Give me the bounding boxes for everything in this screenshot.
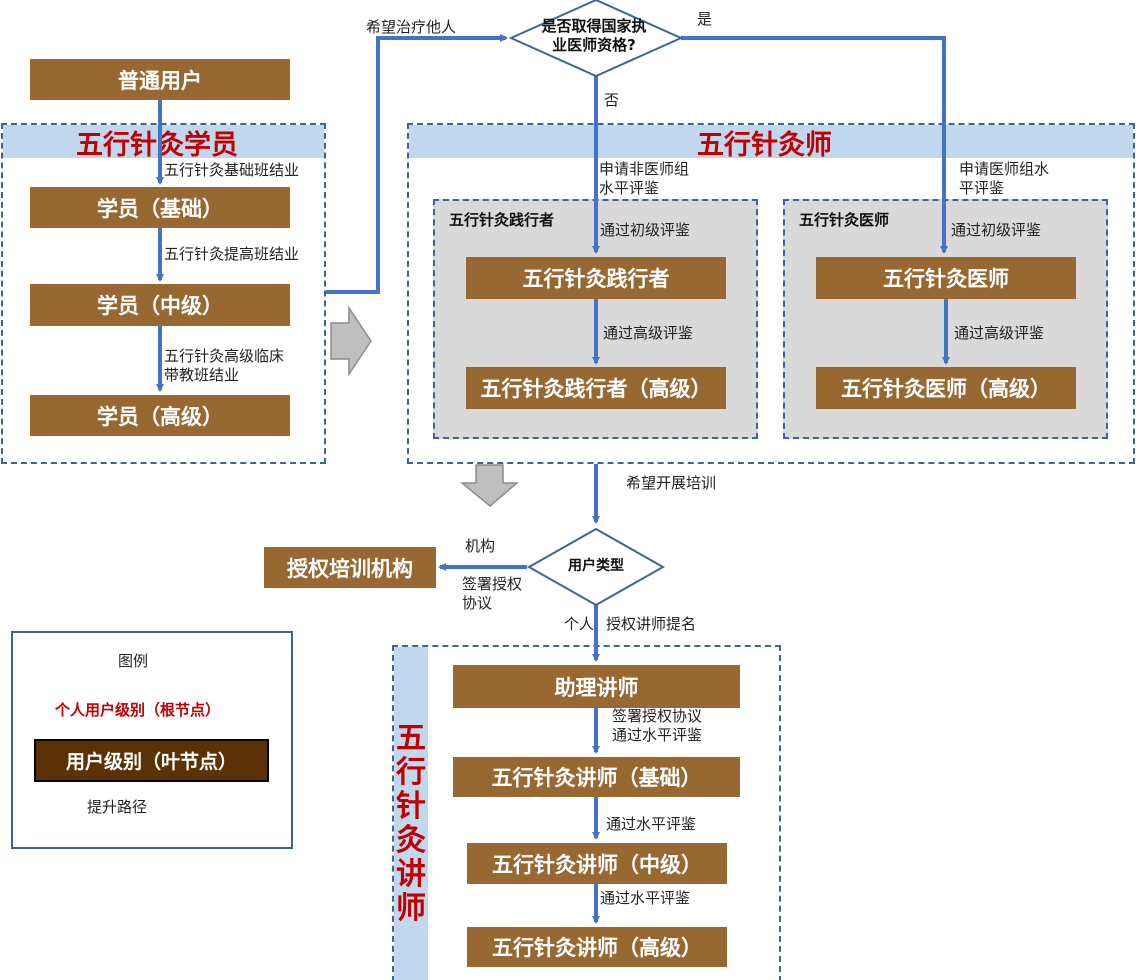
- student-group-band: [3, 125, 324, 158]
- lecturer-group-band: [394, 647, 428, 980]
- student-group-frame: [1, 123, 326, 464]
- label-pass-high-2: 通过高级评鉴: [954, 324, 1045, 342]
- node-physician-high[interactable]: 五行针灸医师（高级）: [816, 367, 1076, 409]
- label-no: 否: [604, 91, 620, 109]
- therapist-group-frame: [407, 123, 1135, 464]
- label-hope-train: 希望开展培训: [626, 474, 717, 492]
- legend-path-label: 提升路径: [87, 798, 148, 816]
- label-pass-primary-2: 通过初级评鉴: [951, 221, 1042, 239]
- decision-license-diamond: [508, 0, 684, 78]
- lecturer-group-frame: [392, 645, 781, 980]
- node-auth-org[interactable]: 授权培训机构: [264, 547, 436, 588]
- legend-title: 图例: [118, 652, 149, 670]
- label-sign-and-pass: 签署授权协议通过水平评鉴: [612, 707, 703, 744]
- node-student-basic[interactable]: 学员（基础）: [30, 187, 290, 228]
- node-lecturer-basic[interactable]: 五行针灸讲师（基础）: [453, 757, 740, 797]
- label-hope-treat: 希望治疗他人: [366, 18, 457, 36]
- practitioner-subgroup-title: 五行针灸践行者: [449, 211, 555, 229]
- decision-license-text: 是否取得国家执业医师资格?: [541, 17, 647, 54]
- node-practitioner[interactable]: 五行针灸践行者: [466, 257, 726, 299]
- label-pass-high-1: 通过高级评鉴: [603, 324, 694, 342]
- node-physician[interactable]: 五行针灸医师: [816, 257, 1076, 299]
- legend-root-sample: 个人用户级别（根节点）: [55, 701, 221, 719]
- node-lecturer-mid[interactable]: 五行针灸讲师（中级）: [467, 843, 727, 884]
- label-yes: 是: [697, 10, 713, 28]
- label-pass-level-1: 通过水平评鉴: [606, 815, 697, 833]
- node-student-mid[interactable]: 学员（中级）: [30, 284, 290, 326]
- block-arrow-right: [330, 305, 372, 377]
- lecturer-group-title: 五行针灸讲师: [396, 721, 426, 926]
- label-sign-auth: 签署授权协议: [462, 575, 523, 612]
- physician-subgroup-title: 五行针灸医师: [799, 211, 890, 229]
- label-pass-primary-1: 通过初级评鉴: [600, 221, 691, 239]
- label-org: 机构: [465, 537, 496, 555]
- label-clinical-grad: 五行针灸高级临床带教班结业: [164, 347, 285, 384]
- therapist-group-band: [409, 125, 1133, 158]
- legend-leaf-sample: 用户级别（叶节点）: [34, 739, 269, 782]
- decision-user-type-diamond: [526, 527, 666, 607]
- node-practitioner-high[interactable]: 五行针灸践行者（高级）: [466, 367, 726, 409]
- block-arrow-down: [459, 464, 520, 507]
- node-normal-user[interactable]: 普通用户: [30, 59, 290, 100]
- label-basic-grad: 五行针灸基础班结业: [164, 161, 300, 179]
- node-student-high[interactable]: 学员（高级）: [30, 395, 290, 436]
- label-apply-nonphys: 申请非医师组水平评鉴: [599, 160, 690, 197]
- node-asst-lecturer[interactable]: 助理讲师: [453, 665, 740, 708]
- label-pass-level-2: 通过水平评鉴: [600, 889, 691, 907]
- decision-user-type-text: 用户类型: [568, 558, 624, 574]
- student-group-title: 五行针灸学员: [76, 130, 238, 161]
- label-apply-phys: 申请医师组水平评鉴: [959, 160, 1050, 197]
- therapist-group-title: 五行针灸师: [697, 130, 832, 161]
- label-auth-nominate: 授权讲师提名: [606, 615, 697, 633]
- label-personal: 个人: [564, 615, 595, 633]
- node-lecturer-high[interactable]: 五行针灸讲师（高级）: [467, 927, 727, 967]
- label-advanced-grad: 五行针灸提高班结业: [164, 245, 300, 263]
